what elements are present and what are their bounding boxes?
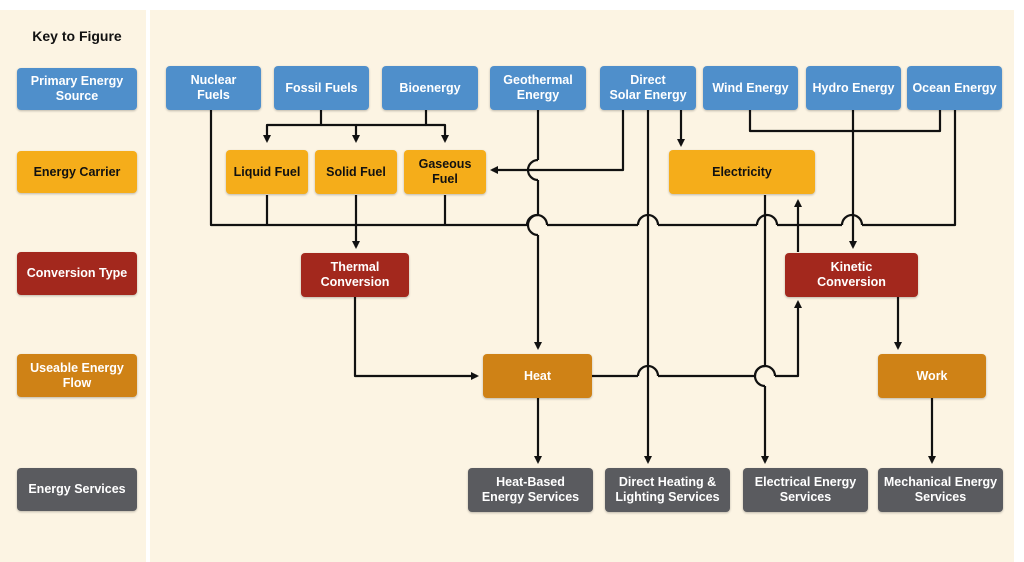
carrier-electricity: Electricity <box>669 150 815 194</box>
key-primary-energy-source: Primary Energy Source <box>17 68 137 110</box>
renewables-bus <box>748 110 942 133</box>
flow-work: Work <box>878 354 986 398</box>
source-bioenergy: Bioenergy <box>382 66 478 110</box>
key-energy-services: Energy Services <box>17 468 137 511</box>
heat-to-kinetic-end <box>775 300 802 378</box>
service-direct-heating-lighting: Direct Heating & Lighting Services <box>605 468 730 512</box>
bio-to-fuels-line <box>424 110 449 143</box>
key-useable-energy-flow: Useable Energy Flow <box>17 354 137 397</box>
source-nuclear-fuels: Nuclear Fuels <box>166 66 261 110</box>
service-heat-based: Heat-Based Energy Services <box>468 468 593 512</box>
bus-hop-elec <box>755 213 779 226</box>
heat-hop-solar <box>636 364 660 377</box>
key-conversion-type: Conversion Type <box>17 252 137 295</box>
service-electrical-energy: Electrical Energy Services <box>743 468 868 512</box>
carrier-solid-fuel: Solid Fuel <box>315 150 397 194</box>
carrier-liquid-fuel: Liquid Fuel <box>226 150 308 194</box>
fossil-to-solid-line <box>321 123 360 143</box>
fossil-split-line <box>263 110 323 143</box>
solar-to-gaseous-line <box>490 110 625 174</box>
source-direct-solar-energy: Direct Solar Energy <box>600 66 696 110</box>
heat-hop-elec <box>753 364 777 377</box>
source-wind-energy: Wind Energy <box>703 66 798 110</box>
source-hydro-energy: Hydro Energy <box>806 66 901 110</box>
conversion-kinetic: Kinetic Conversion <box>785 253 918 297</box>
thermal-to-heat-line <box>353 297 479 380</box>
source-ocean-energy: Ocean Energy <box>907 66 1002 110</box>
source-fossil-fuels: Fossil Fuels <box>274 66 369 110</box>
geo-hop2 <box>526 213 539 237</box>
carrier-gaseous-fuel: Gaseous Fuel <box>404 150 486 194</box>
source-geothermal-energy: Geothermal Energy <box>490 66 586 110</box>
key-title: Key to Figure <box>32 28 122 44</box>
bus-to-ocean <box>862 110 957 227</box>
nuclear-line <box>209 110 527 227</box>
key-energy-carrier: Energy Carrier <box>17 151 137 193</box>
service-mechanical-energy: Mechanical Energy Services <box>878 468 1003 512</box>
conversion-thermal: Thermal Conversion <box>301 253 409 297</box>
flow-heat: Heat <box>483 354 592 398</box>
